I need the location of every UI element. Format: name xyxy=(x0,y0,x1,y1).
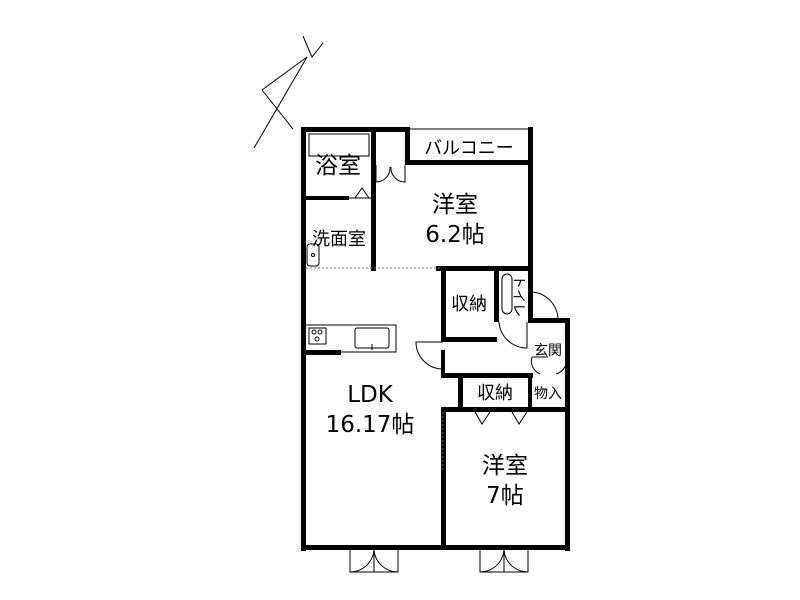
room-label-storage2: 収納 xyxy=(477,383,513,404)
room-label-bath: 浴室 xyxy=(315,153,361,179)
north-arrow-icon xyxy=(253,35,324,149)
room-label-storage1: 収納 xyxy=(451,294,487,315)
room-label-entrance: 玄関 xyxy=(534,342,562,359)
room-label-toilet: トイレ xyxy=(510,275,526,317)
room-label-closet: 物入 xyxy=(534,386,562,402)
room-label-washroom: 洗面室 xyxy=(312,229,366,250)
room-label-balcony: バルコニー xyxy=(424,138,514,159)
room-size-ldk: 16.17帖 xyxy=(326,412,415,438)
doors xyxy=(349,165,567,573)
toilet-fixture xyxy=(501,273,513,315)
room-label-western2: 洋室 xyxy=(482,453,528,479)
walls xyxy=(301,127,570,551)
room-label-ldk: LDK xyxy=(347,382,394,408)
kitchen-counter xyxy=(303,324,397,353)
fixtures xyxy=(303,133,513,470)
room-label-western1: 洋室 xyxy=(432,192,478,218)
wash-basin xyxy=(306,243,320,267)
room-size-western2: 7帖 xyxy=(486,483,524,509)
bathtub xyxy=(308,133,370,157)
room-size-western1: 6.2帖 xyxy=(425,222,485,248)
